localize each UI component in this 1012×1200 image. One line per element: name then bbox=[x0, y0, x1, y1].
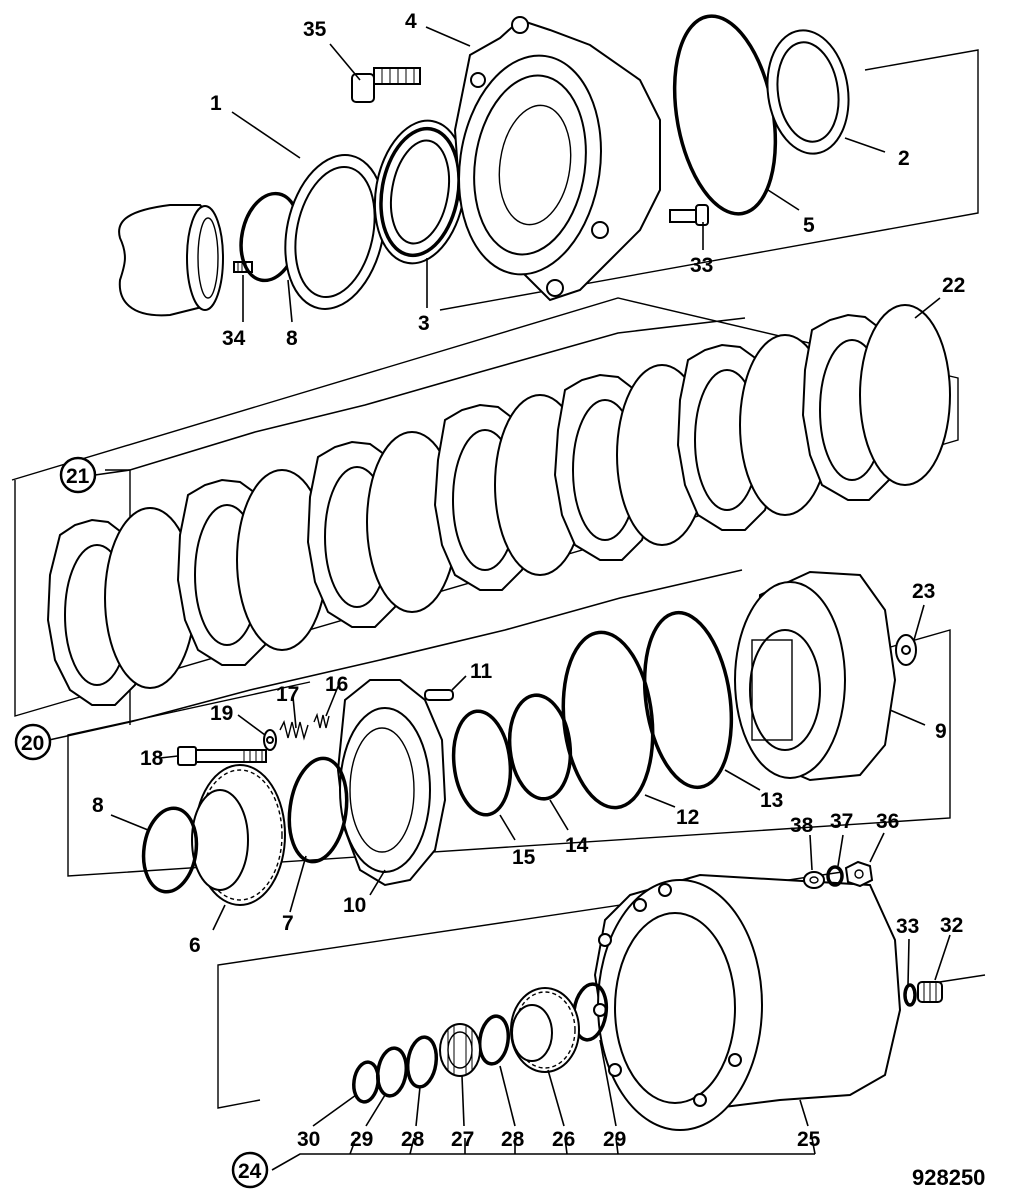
callout-29-right: 29 bbox=[603, 1128, 626, 1151]
plate-pair-2 bbox=[176, 469, 328, 666]
washer-33-lower bbox=[903, 983, 917, 1007]
axle-shaft-end bbox=[118, 204, 224, 317]
callout-11: 11 bbox=[470, 660, 493, 683]
callout-13: 13 bbox=[760, 789, 783, 812]
callout-4: 4 bbox=[405, 10, 417, 33]
plate-pair-7 bbox=[801, 304, 951, 501]
callout-34: 34 bbox=[222, 327, 246, 350]
gear-26 bbox=[510, 987, 580, 1073]
brake-drum-9 bbox=[734, 570, 897, 782]
callout-10: 10 bbox=[343, 894, 366, 917]
callout-8-lower: 8 bbox=[92, 794, 104, 817]
spring-16 bbox=[313, 712, 330, 729]
plate-pair-6 bbox=[676, 334, 831, 531]
plate-pair-1 bbox=[46, 507, 196, 706]
callout-1: 1 bbox=[210, 92, 222, 115]
seal-1 bbox=[284, 154, 386, 310]
assembly-circle-21 bbox=[59, 456, 97, 494]
callout-37: 37 bbox=[830, 810, 853, 833]
washer-37 bbox=[826, 865, 844, 887]
callout-23: 23 bbox=[912, 580, 935, 603]
callout-12: 12 bbox=[676, 806, 699, 829]
bolt-18 bbox=[177, 746, 267, 766]
washer-19 bbox=[263, 729, 277, 751]
callout-14: 14 bbox=[565, 834, 589, 857]
callout-5: 5 bbox=[803, 214, 815, 237]
washer-23 bbox=[895, 634, 917, 666]
pin-11 bbox=[424, 689, 454, 701]
callout-labels: 35 4 1 2 5 33 34 8 3 22 21 23 11 16 17 1… bbox=[21, 10, 965, 1183]
o-ring-28-right bbox=[477, 1014, 511, 1066]
callout-33-top: 33 bbox=[690, 254, 713, 277]
o-ring-29-left bbox=[375, 1046, 409, 1098]
leader-lines bbox=[39, 26, 951, 1171]
callout-6: 6 bbox=[189, 934, 201, 957]
o-ring-5 bbox=[672, 14, 778, 216]
bolt-33-top bbox=[669, 204, 709, 226]
callout-21: 21 bbox=[66, 465, 90, 488]
seal-ring-14 bbox=[507, 693, 573, 801]
clutch-pack bbox=[46, 304, 951, 706]
nut-36 bbox=[844, 860, 874, 888]
callout-25: 25 bbox=[797, 1128, 821, 1151]
bolt-35 bbox=[351, 67, 421, 103]
assembly-circle-20 bbox=[14, 723, 52, 761]
callout-28-left: 28 bbox=[401, 1128, 425, 1151]
hub-25 bbox=[593, 873, 902, 1131]
callout-30: 30 bbox=[297, 1128, 320, 1151]
callout-24: 24 bbox=[238, 1160, 262, 1183]
callout-33-lower: 33 bbox=[896, 915, 919, 938]
callout-16: 16 bbox=[325, 673, 348, 696]
callout-28-right: 28 bbox=[501, 1128, 525, 1151]
callout-32: 32 bbox=[940, 914, 963, 937]
o-ring-8-lower bbox=[141, 806, 199, 894]
seal-2 bbox=[766, 29, 850, 155]
callout-9: 9 bbox=[935, 720, 947, 743]
drawing-number: 928250 bbox=[912, 1165, 985, 1190]
callout-8-top: 8 bbox=[286, 327, 298, 350]
plate-pair-3 bbox=[306, 431, 458, 628]
callout-35: 35 bbox=[303, 18, 327, 41]
callout-27: 27 bbox=[451, 1128, 474, 1151]
washer-38 bbox=[803, 871, 825, 889]
o-ring-7 bbox=[287, 756, 349, 864]
callout-22: 22 bbox=[942, 274, 965, 297]
hub-housing-4 bbox=[453, 16, 661, 302]
callout-7: 7 bbox=[282, 912, 294, 935]
piston-housing-10 bbox=[336, 679, 447, 887]
callout-20: 20 bbox=[21, 732, 44, 755]
plug-32 bbox=[917, 981, 943, 1003]
callout-19: 19 bbox=[210, 702, 233, 725]
seal-ring-13 bbox=[642, 610, 734, 790]
snap-ring-30 bbox=[352, 1060, 380, 1104]
callout-2: 2 bbox=[898, 147, 910, 170]
assembly-circle-24 bbox=[231, 1151, 269, 1189]
callout-17: 17 bbox=[276, 683, 299, 706]
callout-38: 38 bbox=[790, 814, 814, 837]
callout-15: 15 bbox=[512, 846, 536, 869]
callout-29-left: 29 bbox=[350, 1128, 373, 1151]
o-ring-28-left bbox=[405, 1035, 439, 1089]
seal-ring-15 bbox=[451, 709, 513, 817]
bearing-27 bbox=[439, 1023, 481, 1077]
gear-6 bbox=[191, 764, 286, 906]
spring-17 bbox=[279, 719, 309, 741]
callout-18: 18 bbox=[140, 747, 164, 770]
callout-26: 26 bbox=[552, 1128, 575, 1151]
callout-36: 36 bbox=[876, 810, 899, 833]
callout-3: 3 bbox=[418, 312, 430, 335]
